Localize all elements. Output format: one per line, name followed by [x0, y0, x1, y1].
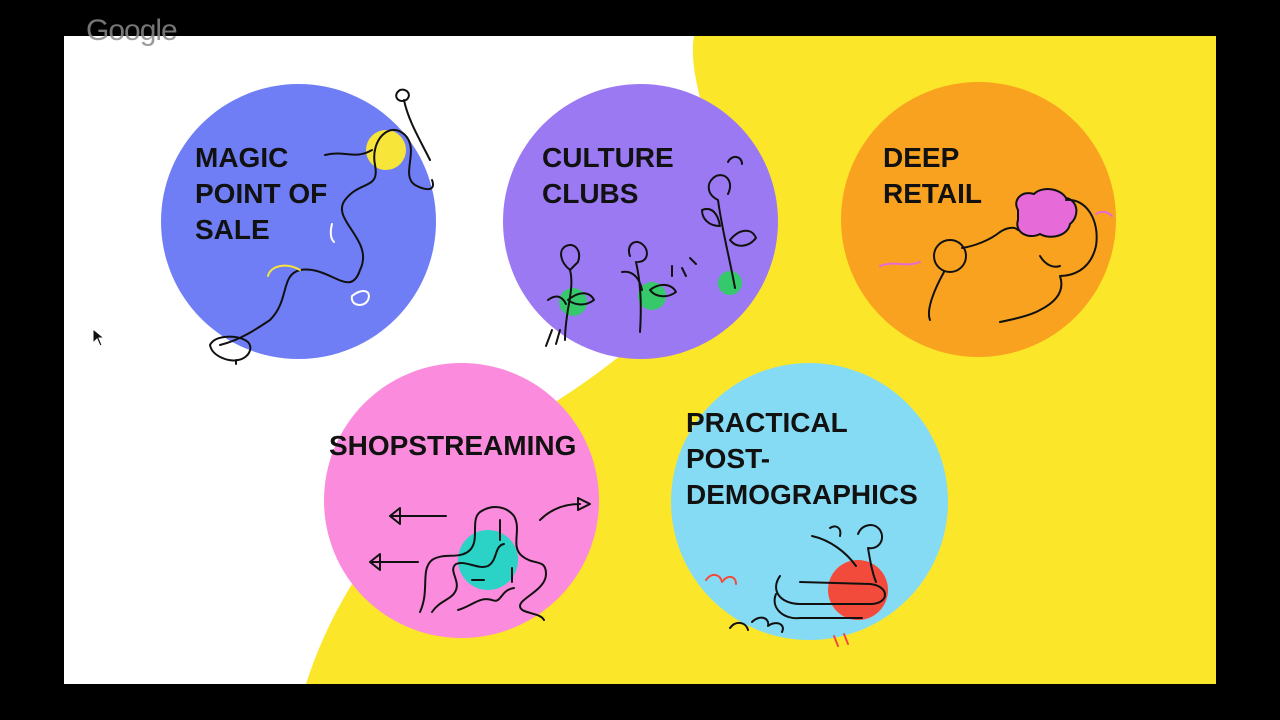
- culture-clubs-circle[interactable]: [503, 84, 778, 359]
- shopstreaming-label: SHOPSTREAMING: [329, 430, 577, 461]
- mouse-cursor-icon: [92, 328, 106, 347]
- shopstreaming-circle[interactable]: [324, 363, 599, 638]
- culture-clubs-label: CULTURE CLUBS: [542, 142, 674, 209]
- deep-retail-label: DEEP RETAIL: [883, 142, 983, 209]
- magic-point-of-sale-label: MAGIC POINT OF SALE: [195, 142, 328, 245]
- practical-post-demographics-label: PRACTICAL POST- DEMOGRAPHICS: [686, 407, 918, 510]
- google-watermark: Google: [86, 14, 178, 47]
- deep-retail-circle[interactable]: [841, 82, 1116, 357]
